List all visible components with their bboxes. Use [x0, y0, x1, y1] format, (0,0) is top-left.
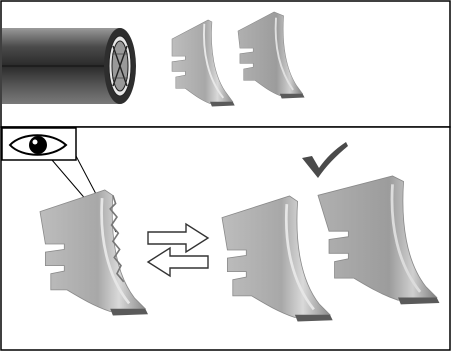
panel-top [1, 1, 450, 127]
cable [2, 28, 136, 104]
panel-bottom [1, 127, 450, 350]
